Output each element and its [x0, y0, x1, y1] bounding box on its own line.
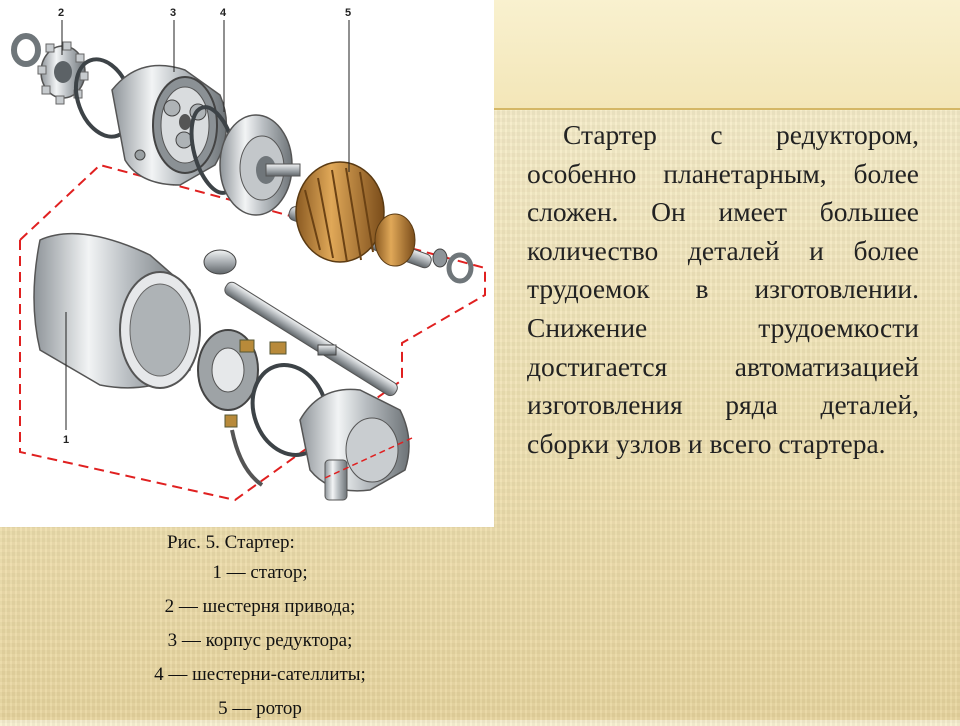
rear-end-cap: [299, 388, 413, 501]
planetary-cover: [219, 114, 301, 216]
caption-item: 2 — шестерня привода;: [164, 596, 356, 617]
part-1-stator: [33, 232, 201, 389]
brush-holder-plate: [197, 329, 337, 487]
part-number-1: 1: [63, 434, 69, 446]
part-5-rotor: [288, 161, 448, 269]
figure-caption: Рис. 5. Стартер: 1 — статор; 2 — шестерн…: [60, 530, 460, 726]
starter-diagram: 2 3 4 5 1: [11, 7, 486, 502]
caption-item: 5 — ротор: [218, 698, 302, 719]
caption-item: 1 — статор;: [212, 562, 308, 583]
header-band: [494, 0, 960, 108]
part-number-3: 3: [170, 7, 176, 19]
end-washer: [446, 252, 474, 284]
shift-lever: [203, 249, 398, 397]
starter-exploded-figure: 2 3 4 5 1: [0, 0, 494, 527]
caption-title: Рис. 5. Стартер:: [167, 532, 295, 553]
assembly-dashed-outline: [19, 163, 486, 502]
caption-item: 3 — корпус редуктора;: [167, 630, 353, 651]
part-number-4: 4: [220, 7, 227, 19]
body-text: Стартер с редуктором, особенно планетарн…: [527, 119, 919, 459]
header-divider: [494, 108, 960, 110]
part-3-gear-housing: [111, 64, 228, 186]
part-number-5: 5: [345, 7, 351, 19]
part-number-2: 2: [58, 7, 64, 19]
caption-item: 4 — шестерни-сателлиты;: [154, 664, 366, 685]
leader-lines: [61, 20, 350, 430]
